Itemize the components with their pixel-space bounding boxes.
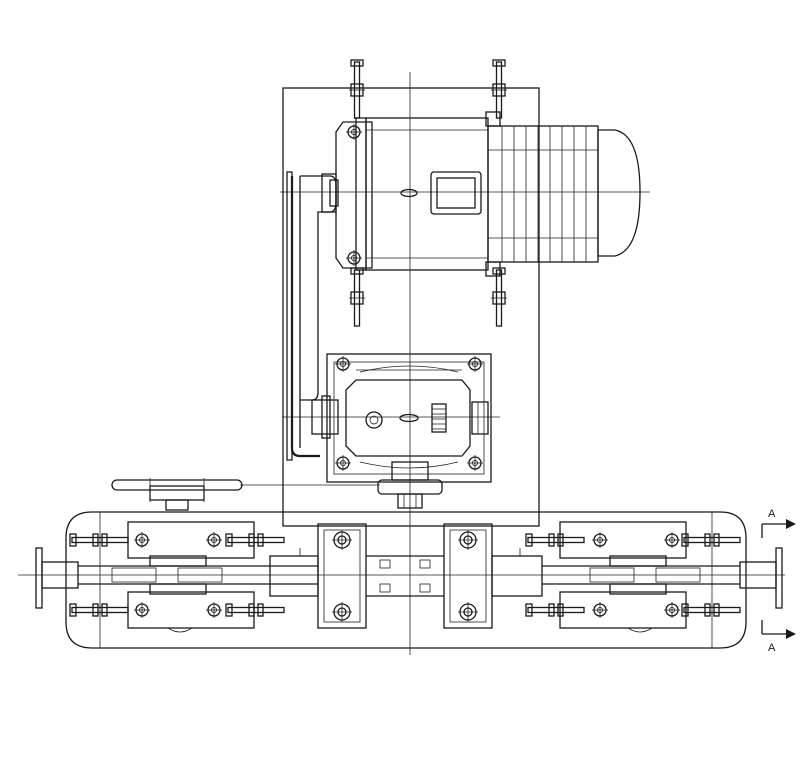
right-roller-assembly-top [525, 521, 741, 567]
cooling-fins [488, 126, 598, 262]
lower-carriage-body [65, 511, 747, 649]
section-label-bottom: A [768, 642, 776, 654]
upper-adjusting-screws [348, 59, 508, 327]
right-roller-assembly-bottom [525, 583, 741, 633]
left-shaft [35, 547, 319, 609]
left-roller-assembly-top [69, 521, 285, 567]
electric-motor [321, 111, 641, 277]
section-mark-bottom: A [761, 620, 796, 654]
left-roller-assembly-bottom [69, 583, 285, 633]
right-shaft [491, 547, 783, 609]
handwheel-lever [111, 478, 380, 511]
center-lines [18, 72, 785, 655]
section-mark-top: A [761, 508, 796, 538]
main-frame-plate [282, 87, 540, 527]
v-belt [286, 171, 337, 461]
section-label-top: A [768, 508, 776, 520]
reduction-gearbox [311, 353, 492, 509]
